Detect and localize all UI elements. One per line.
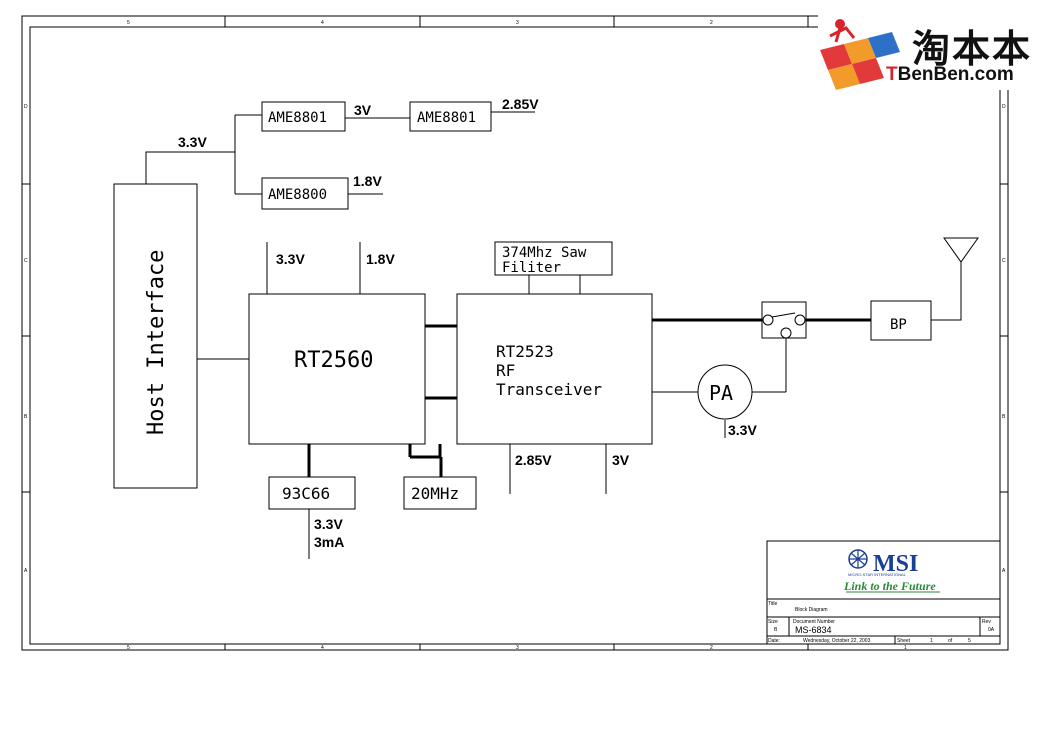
tick-top-5: 5 [127, 20, 130, 26]
tbenben-domain-text: TBenBen.com [886, 64, 1014, 86]
frame [21, 15, 1009, 651]
rev-value: 0A [988, 627, 995, 633]
tick-right-a: A [1002, 568, 1006, 574]
rt2560-block [248, 293, 426, 445]
tick-right-c: C [1002, 258, 1006, 264]
tbenben-watermark [818, 14, 1028, 90]
rt2560-supply-1v8: 1.8V [366, 251, 395, 267]
title-block [766, 540, 1001, 645]
host-bus-voltage: 3.3V [178, 134, 207, 150]
eeprom-supply-voltage: 3.3V [314, 516, 343, 532]
ame8800-label: AME8800 [268, 187, 327, 203]
tick-right-d: D [1002, 104, 1006, 110]
crystal-label: 20MHz [411, 484, 459, 503]
switch-port-bottom [780, 327, 792, 339]
ame8801-a-label: AME8801 [268, 110, 327, 126]
date-label: Date: [768, 638, 780, 644]
of-label: of [948, 638, 953, 644]
tick-top-3: 3 [516, 20, 519, 26]
pa-label: PA [709, 381, 733, 405]
msi-slogan: Link to the Future [843, 579, 936, 593]
tick-left-a: A [24, 568, 28, 574]
ame8801-b-block [409, 101, 492, 132]
bp-label: BP [890, 317, 907, 333]
tick-bottom-5: 5 [127, 645, 130, 651]
tbenben-brand-rest: BenBen.com [897, 64, 1014, 85]
crystal-20mhz-block [403, 476, 477, 510]
tick-bottom-3: 3 [516, 645, 519, 651]
eeprom-supply-current: 3mA [314, 534, 344, 550]
title-block-fields: Title Block Diagram Size B Document Numb… [768, 601, 995, 644]
eeprom-93c66-block [268, 476, 356, 510]
switch-port-left [762, 314, 774, 326]
bp-filter-block [870, 300, 932, 341]
eeprom-label: 93C66 [282, 484, 330, 503]
size-value: B [774, 627, 778, 633]
sheet-label: Sheet [897, 638, 911, 644]
ame8801-a-block [261, 101, 346, 132]
document-number-value: MS-6834 [795, 625, 832, 635]
tick-top-2: 2 [710, 20, 713, 26]
title-value: Block Diagram [795, 607, 828, 613]
rt2523-label: RT2523 [496, 342, 554, 361]
rt2523-block [456, 293, 653, 445]
rf-switch [762, 312, 806, 339]
tick-bottom-1: 1 [904, 645, 907, 651]
ame8801-b-label: AME8801 [417, 110, 476, 126]
tick-left-b: B [24, 414, 28, 420]
size-label: Size [768, 619, 778, 625]
sheet-value: 1 [930, 638, 933, 644]
tbenben-brand-prefix: T [886, 64, 898, 85]
ame8801-a-output-voltage: 3V [354, 102, 372, 118]
host-interface-label: Host Interface [144, 250, 169, 435]
switch-port-right [794, 314, 806, 326]
wires [145, 111, 962, 559]
pa-supply-voltage: 3.3V [728, 422, 757, 438]
date-value: Wednesday, October 22, 2003 [803, 638, 871, 644]
msi-logo: MSI MICRO-STAR INTERNATIONAL Link to the… [843, 549, 940, 593]
buses [307, 318, 871, 477]
tick-top-4: 4 [321, 20, 324, 26]
document-number-label: Document Number [793, 619, 835, 625]
blocks [113, 101, 932, 510]
saw-filter-block [494, 241, 613, 276]
rt2560-supply-3v3: 3.3V [276, 251, 305, 267]
host-interface-block [113, 183, 198, 489]
antenna-icon [943, 237, 979, 263]
rev-label: Rev [982, 619, 991, 625]
pa-circle [697, 364, 753, 420]
rf-supply-2v85: 2.85V [515, 452, 552, 468]
rt2523-transceiver-label: Transceiver [496, 380, 602, 399]
tick-bottom-2: 2 [710, 645, 713, 651]
tick-bottom-4: 4 [321, 645, 324, 651]
title-label: Title [768, 601, 777, 607]
ame8800-block [261, 177, 349, 210]
ame8800-output-voltage: 1.8V [353, 173, 382, 189]
tbenben-logo-icon [820, 19, 900, 90]
of-value: 5 [968, 638, 971, 644]
rt2523-rf-label: RF [496, 361, 515, 380]
rf-supply-3v: 3V [612, 452, 630, 468]
tick-left-d: D [24, 104, 28, 110]
tick-right-b: B [1002, 414, 1006, 420]
tbenben-chinese-text: 淘本本 [912, 27, 1033, 71]
saw-filter-label: 374Mhz Saw [502, 245, 587, 261]
saw-filter-label-2: Filiter [502, 260, 561, 276]
voltage-labels: 3.3V 3V 2.85V 1.8V 3.3V 1.8V 2.85V 3V 3.… [178, 96, 757, 550]
block-labels: Host Interface AME8801 AME8801 AME8800 R… [144, 110, 907, 503]
ame8801-b-output-voltage: 2.85V [502, 96, 539, 112]
msi-emblem-icon [848, 549, 868, 569]
tick-left-c: C [24, 258, 28, 264]
msi-company-name: MSI [873, 551, 918, 577]
rt2560-label: RT2560 [294, 348, 373, 373]
msi-company-subtitle: MICRO-STAR INTERNATIONAL [848, 572, 907, 577]
